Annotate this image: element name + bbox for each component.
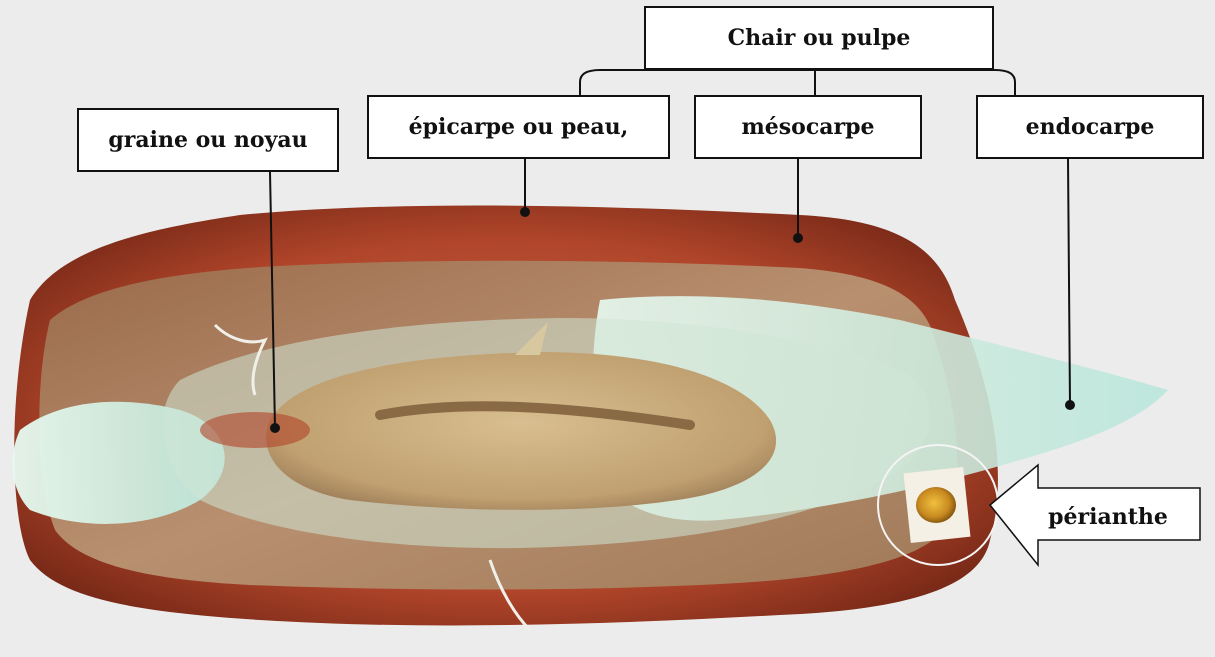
epicarpe-leader-dot: [520, 207, 530, 217]
chair-bracket: [580, 70, 1015, 95]
graine-leader-dot: [270, 423, 280, 433]
graine-label: graine ou noyau: [77, 108, 339, 172]
mesocarpe-label: mésocarpe: [694, 95, 922, 159]
mesocarpe-leader-dot: [793, 233, 803, 243]
perianthe-label: périanthe: [1018, 492, 1198, 542]
perianthe-object: [916, 487, 956, 523]
seed-shape: [266, 352, 776, 510]
chair-label: Chair ou pulpe: [644, 6, 994, 70]
endocarpe-leader-dot: [1065, 400, 1075, 410]
endocarpe-label: endocarpe: [976, 95, 1204, 159]
epicarpe-label: épicarpe ou peau,: [367, 95, 670, 159]
